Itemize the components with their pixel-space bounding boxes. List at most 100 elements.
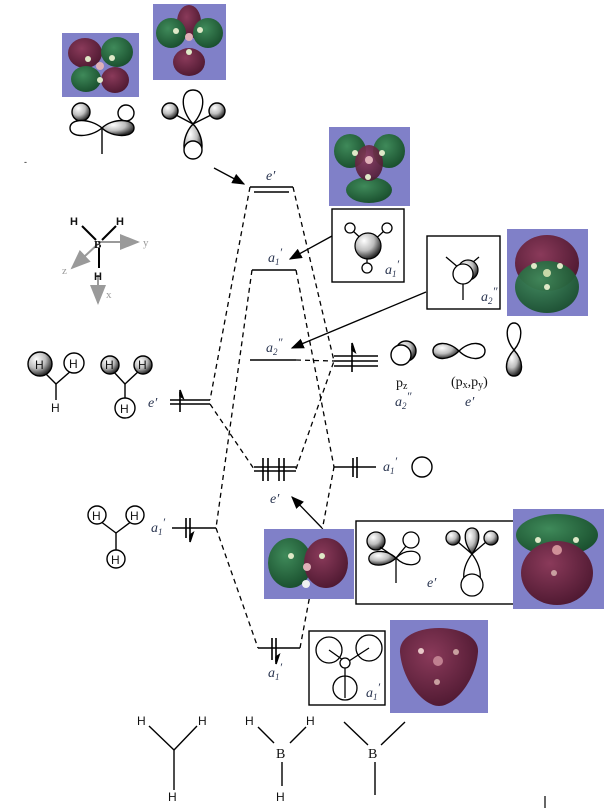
lobe-negative: [516, 514, 598, 556]
boron-atom: [552, 545, 562, 555]
b-label: B: [276, 747, 285, 762]
b-atom-label: B: [94, 239, 102, 251]
h-label: H: [276, 790, 285, 804]
render-a1-prime-antibonding: [329, 127, 410, 206]
hydrogen-atom: [173, 28, 179, 34]
sketch-e-prime-1: [69, 102, 135, 154]
correlation-line: [295, 359, 335, 362]
bond: [81, 225, 97, 241]
electron-up-head: [351, 342, 357, 354]
pointer-arrows: [213, 167, 427, 529]
label-a1-prime-antibonding: a1′: [268, 245, 283, 267]
h-label: H: [306, 714, 315, 728]
label-a2-double-prime: a2″: [266, 335, 284, 357]
correlation-line: [295, 269, 335, 468]
lobe-positive: [399, 628, 479, 706]
h-label: H: [51, 401, 60, 415]
lobe-negative: [156, 18, 186, 48]
hydrogen-atom: [551, 570, 557, 576]
h-atom-label: H: [70, 216, 78, 228]
pz-label: pz: [396, 376, 408, 392]
correlation-line: [209, 403, 255, 470]
box-label: a1′: [366, 680, 381, 702]
lobe-positive: [173, 48, 205, 76]
arrow-to-a2-double-prime: [290, 291, 427, 349]
hydrogen-atom: [186, 49, 192, 55]
render-e-prime-antibonding-1: [62, 33, 139, 97]
hydrogen-atom: [319, 553, 325, 559]
box-label: a1′: [385, 257, 400, 279]
h-label: H: [168, 790, 177, 804]
correlation-line: [295, 360, 335, 470]
hydrogen-atom: [352, 150, 358, 156]
h-label: H: [245, 714, 254, 728]
box-e-prime-bonding: e′: [355, 520, 516, 605]
h-label: H: [120, 402, 129, 416]
electron-down-head: [189, 531, 195, 543]
arrow-to-a1-prime: [288, 235, 333, 260]
z-axis-label: z: [62, 265, 67, 277]
h-label: H: [92, 509, 101, 523]
hydrogen-atom: [434, 679, 440, 685]
h-label: H: [69, 357, 78, 371]
hydrogen-atom: [531, 263, 537, 269]
lobe-positive: [101, 67, 129, 93]
label-h3-e-prime: e′: [148, 396, 158, 411]
render-a1-prime-bonding: [390, 620, 488, 713]
boron-atom: [185, 33, 193, 41]
y-axis-label: y: [143, 237, 149, 249]
h-label: H: [137, 714, 146, 728]
sketch-e-prime-2: [161, 89, 226, 160]
correlation-line: [292, 186, 335, 362]
correlation-line: [215, 269, 253, 529]
pxpy-symmetry-label: e′: [465, 395, 475, 410]
label-a1-prime-bonding: a1′: [268, 660, 283, 682]
bottom-b-frame: B: [343, 721, 406, 795]
correlation-line: [209, 186, 251, 401]
render-a2-double-prime: [507, 229, 588, 316]
lobe-negative: [346, 177, 392, 203]
h-atom-label: H: [116, 216, 124, 228]
h3-e-prime-sketch-1: H H H: [27, 351, 85, 415]
pz-symmetry-label: a2″: [395, 389, 413, 411]
lobe-negative: [101, 37, 133, 67]
box-a2-double-prime: a2″: [426, 235, 501, 310]
b-s-orbital-icon: [354, 232, 382, 260]
h3-a1-prime-sketch: H H H: [87, 505, 145, 569]
render-e-prime-bonding-1: [264, 529, 354, 599]
hydrogen-atom: [453, 649, 459, 655]
lobe-negative: [268, 538, 312, 588]
boron-atom: [433, 656, 443, 666]
box-label: a2″: [481, 284, 499, 306]
hydrogen-atom: [302, 580, 310, 588]
boron-atom: [543, 269, 551, 277]
bottom-bh3-structure: H H B H: [245, 714, 315, 804]
correlation-lines: [209, 186, 335, 649]
h-label: H: [105, 358, 114, 372]
electrons: [179, 342, 358, 665]
h-label: H: [111, 553, 120, 567]
boron-atom: [365, 156, 373, 164]
h-label: H: [138, 358, 147, 372]
correlation-line: [215, 527, 259, 649]
hydrogen-atom: [288, 553, 294, 559]
lobe-negative: [71, 66, 101, 92]
boron-atom: [96, 62, 104, 70]
hydrogen-atom: [365, 174, 371, 180]
x-axis-label: x: [106, 289, 112, 301]
hydrogen-atom: [109, 55, 115, 61]
h3-e-prime-sketch-2: H H H: [100, 355, 153, 419]
bottom-h3-structure: H H H: [137, 714, 207, 804]
stray-mark: -: [24, 157, 27, 167]
lobe-positive: [304, 538, 348, 588]
hydrogen-atom: [379, 150, 385, 156]
bond: [101, 225, 117, 241]
hydrogen-atom: [544, 284, 550, 290]
boron-atom: [303, 563, 311, 571]
h-label: H: [198, 714, 207, 728]
lobe-positive: [68, 38, 102, 68]
box-label: e′: [427, 576, 437, 591]
render-e-prime-bonding-2: [513, 509, 604, 609]
arrow-to-e-prime: [213, 167, 246, 185]
